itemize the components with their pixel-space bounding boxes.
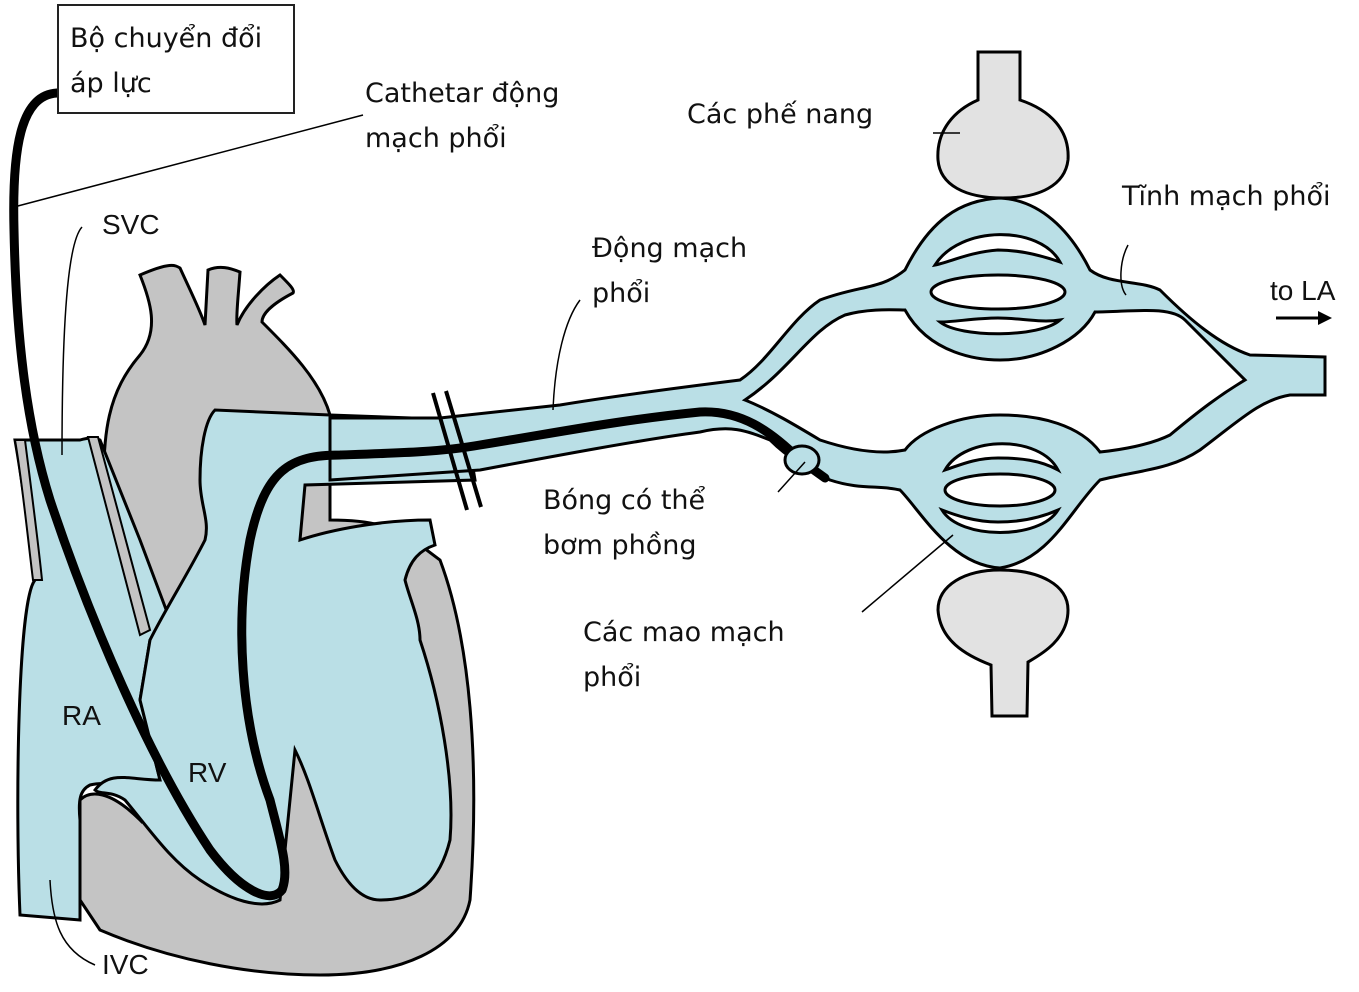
label-transducer-line2: áp lực xyxy=(70,68,152,99)
label-ivc: IVC xyxy=(102,949,149,980)
label-pulmonary-artery-line1: Động mạch xyxy=(592,233,748,264)
alveolus-bottom xyxy=(936,568,1070,718)
label-balloon-line1: Bóng có thể xyxy=(543,485,706,516)
transducer-box xyxy=(57,4,295,114)
arrow-to-la-icon xyxy=(1276,311,1332,325)
lower-capillary-bed xyxy=(938,442,1062,534)
label-pulmonary-vein: Tĩnh mạch phổi xyxy=(1122,181,1331,212)
label-transducer-line1: Bộ chuyển đổi xyxy=(70,23,263,54)
branch-gap xyxy=(741,308,1248,454)
alveolus-top xyxy=(936,50,1070,200)
label-rv: RV xyxy=(188,757,227,788)
label-capillaries-line1: Các mao mạch xyxy=(583,617,785,648)
catheter-line xyxy=(9,88,830,901)
break-marks xyxy=(431,390,483,511)
label-alveoli: Các phế nang xyxy=(687,99,874,130)
label-to-la: to LA xyxy=(1270,275,1336,306)
leader-lines xyxy=(13,114,1129,966)
svc-wall-right xyxy=(86,436,152,637)
label-ra: RA xyxy=(62,700,101,731)
svc-wall xyxy=(13,439,44,581)
right-ventricle xyxy=(93,408,477,906)
label-capillaries-line2: phổi xyxy=(583,662,642,693)
upper-capillary-bed xyxy=(929,233,1067,336)
balloon-shape xyxy=(783,444,821,476)
label-pulmonary-artery-line2: phổi xyxy=(592,278,651,309)
label-svc: SVC xyxy=(102,209,160,240)
label-catheter-line1: Cathetar động xyxy=(365,78,560,109)
label-balloon-line2: bơm phồng xyxy=(543,530,697,561)
label-catheter-line2: mạch phổi xyxy=(365,123,507,154)
